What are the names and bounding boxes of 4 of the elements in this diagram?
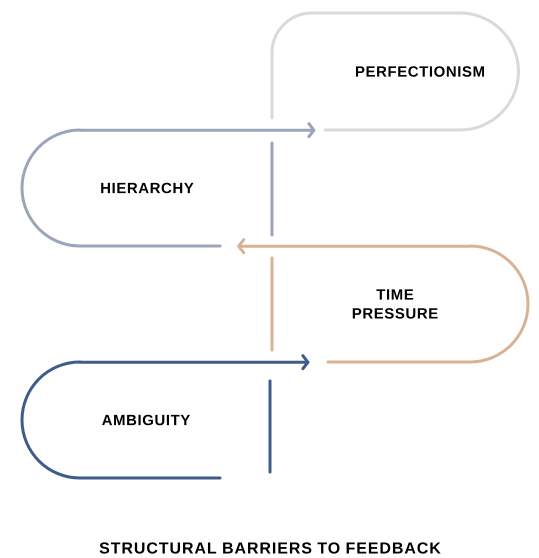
arrow	[78, 122, 316, 138]
arrow	[236, 238, 472, 254]
diagram-title: STRUCTURAL BARRIERS TO FEEDBACK	[100, 542, 441, 554]
arrow	[78, 354, 310, 370]
